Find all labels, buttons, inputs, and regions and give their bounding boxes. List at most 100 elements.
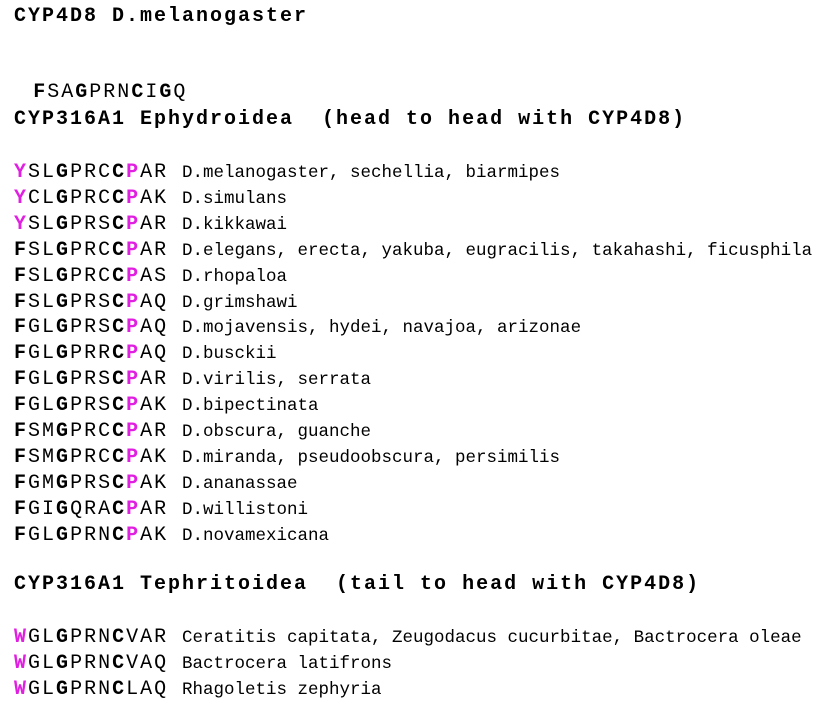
residue: N [98, 626, 113, 649]
residue: C [98, 420, 113, 443]
residue: A [140, 651, 155, 675]
residue: S [28, 238, 43, 262]
residue: S [28, 161, 43, 184]
residue: P [126, 264, 141, 288]
residue: G [56, 394, 71, 418]
residue: R [154, 161, 169, 184]
residue: M [42, 471, 57, 495]
residue: S [28, 290, 43, 314]
residue: A [140, 677, 155, 701]
residue: S [28, 212, 43, 236]
residue: A [140, 368, 155, 392]
residue: P [126, 290, 141, 314]
sequence: FGMGPRSCPAK [14, 472, 182, 496]
residue: L [42, 161, 57, 184]
sequence: YCLGPRCCPAK [14, 187, 182, 211]
residue: P [70, 420, 85, 443]
residue: S [47, 81, 62, 104]
residue: L [42, 186, 57, 210]
residue: G [56, 651, 71, 675]
reference-title: CYP4D8 D.melanogaster [14, 5, 309, 28]
sequence: FGLGPRSCPAK [14, 394, 182, 418]
residue: R [84, 677, 99, 701]
sequence: YSLGPRSCPAR [14, 213, 182, 237]
residue: R [154, 420, 169, 443]
residue: F [14, 497, 29, 521]
species-label: D.mojavensis, hydei, navajoa, arizonae [182, 318, 582, 339]
residue: F [14, 342, 29, 366]
residue: C [98, 238, 113, 262]
residue: P [126, 523, 141, 547]
residue: G [56, 497, 71, 521]
residue: C [112, 186, 127, 210]
residue: C [112, 368, 127, 392]
residue: C [112, 497, 127, 521]
residue: C [98, 161, 113, 184]
residue: K [154, 471, 169, 495]
sequence: WGLGPRNCLAQ [14, 678, 182, 702]
residue: P [126, 420, 141, 443]
residue: A [61, 81, 76, 104]
residue: P [70, 264, 85, 288]
residue: Y [14, 186, 29, 210]
residue: Q [154, 342, 169, 366]
species-label: D.novamexicana [182, 525, 330, 546]
residue: F [14, 394, 29, 418]
residue: P [89, 81, 104, 104]
residue: P [126, 161, 141, 184]
residue: C [112, 342, 127, 366]
residue: V [126, 626, 141, 649]
residue: F [14, 471, 29, 495]
residue: G [56, 212, 71, 236]
sequence: WGLGPRNCVAR [14, 626, 182, 650]
residue: R [154, 238, 169, 262]
residue: A [98, 497, 113, 521]
residue: G [56, 342, 71, 366]
residue: A [140, 445, 155, 469]
residue: G [56, 290, 71, 314]
species-label: Ceratitis capitata, Zeugodacus cucurbita… [182, 628, 802, 648]
residue: M [42, 445, 57, 469]
residue: L [42, 264, 57, 288]
residue: G [56, 264, 71, 288]
residue: P [70, 161, 85, 184]
residue: R [84, 420, 99, 443]
residue: C [112, 290, 127, 314]
residue: P [126, 238, 141, 262]
residue: A [140, 420, 155, 443]
species-label: D.bipectinata [182, 396, 319, 417]
sequence: FGIGQRACPAR [14, 498, 182, 522]
residue: P [126, 394, 141, 418]
species-label: Rhagoletis zephyria [182, 679, 382, 700]
residue: A [140, 290, 155, 314]
residue: F [14, 420, 29, 443]
residue: P [126, 368, 141, 392]
residue: A [140, 316, 155, 340]
residue: R [84, 264, 99, 288]
residue: G [28, 368, 43, 392]
residue: C [112, 212, 127, 236]
residue: P [70, 290, 85, 314]
residue: C [112, 445, 127, 469]
residue: R [84, 394, 99, 418]
residue: G [28, 651, 43, 675]
residue: G [56, 626, 71, 649]
residue: S [98, 368, 113, 392]
residue: C [112, 523, 127, 547]
residue: A [140, 238, 155, 262]
residue: K [154, 394, 169, 418]
tephritoidea-title: CYP316A1 Tephritoidea (tail to head with… [14, 573, 701, 596]
residue: P [70, 471, 85, 495]
residue: C [112, 626, 127, 649]
residue: G [28, 677, 43, 701]
residue: P [126, 497, 141, 521]
residue: A [140, 186, 155, 210]
